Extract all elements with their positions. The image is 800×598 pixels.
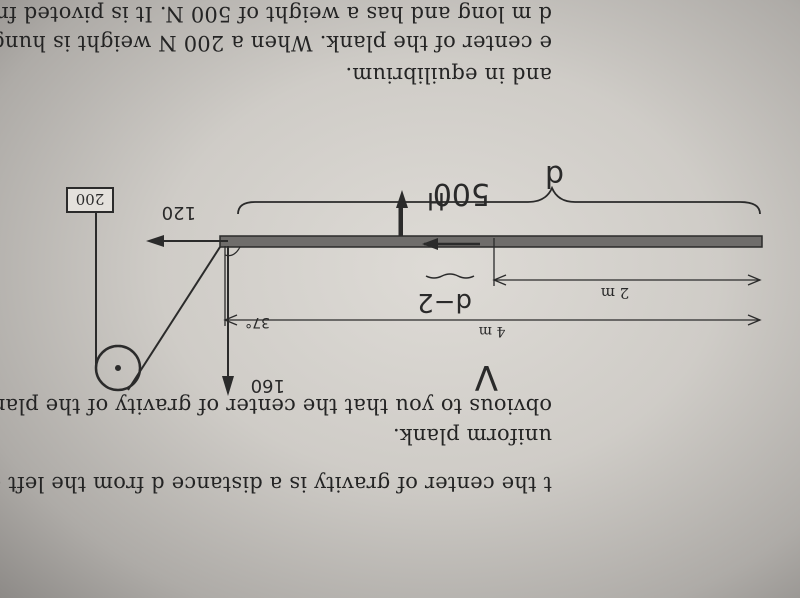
distance-d-brace — [237, 185, 761, 215]
plank — [219, 235, 763, 248]
hand-H: H — [427, 187, 445, 215]
angle-arc — [224, 246, 241, 257]
hand-500: 500 — [433, 176, 490, 211]
hand-underline — [425, 273, 475, 279]
hand-120: 120 — [162, 202, 196, 223]
rope-to-pulley — [127, 246, 221, 391]
hand-160: 160 — [251, 375, 285, 396]
dimension-4m-label: 4 m — [479, 323, 506, 339]
dimension-2m-arrow — [492, 238, 762, 286]
weight-box-label: 200 — [76, 190, 105, 208]
hand-d-minus-2: d−2 — [417, 287, 472, 317]
weight-box — [66, 187, 114, 213]
horizontal-force-arrow — [146, 235, 228, 247]
dimension-4m-arrow — [223, 246, 762, 326]
vertical-force-arrow — [222, 246, 234, 396]
dimension-2m-label: 2 m — [601, 284, 630, 302]
hand-d: d — [545, 158, 564, 193]
pivot-horizontal-arrow — [422, 238, 480, 250]
hand-37: 37° — [245, 314, 270, 330]
weight-arrow — [396, 190, 408, 236]
hand-V: V — [475, 357, 498, 397]
